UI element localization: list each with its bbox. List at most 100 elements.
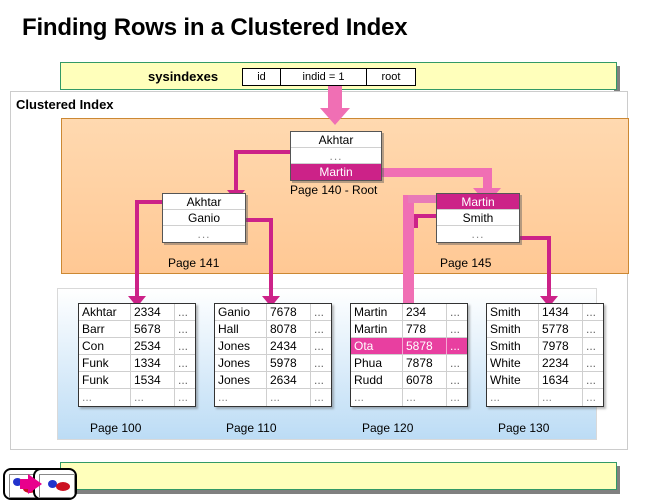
cell-name: ... <box>215 389 267 406</box>
page-label-130: Page 130 <box>498 421 550 435</box>
index-node-root-row-1: ... <box>291 148 381 164</box>
cell-value: ... <box>267 389 311 406</box>
cell-more: ... <box>178 339 189 353</box>
cell-name: Jones <box>215 372 267 388</box>
table-row: ......... <box>215 389 331 406</box>
cell-value: 2634 <box>267 372 311 388</box>
connector-root-to-141-v <box>234 150 238 192</box>
nav-arrow-right-icon[interactable] <box>28 474 42 494</box>
bottom-bar-shadow-bottom <box>64 488 620 494</box>
slide-thumbnail-icon <box>39 474 75 498</box>
cell-value: 234 <box>403 304 447 320</box>
cell-value: ... <box>539 389 583 406</box>
cell-more: ... <box>314 339 325 353</box>
cell-more: ... <box>450 373 461 387</box>
cell-more: ... <box>314 356 325 370</box>
cell-value: 7878 <box>403 355 447 371</box>
index-node-page141[interactable]: Akhtar Ganio ... <box>162 193 246 243</box>
cell-more: ... <box>450 390 461 404</box>
cell-more: ... <box>450 339 461 353</box>
cell-name: Ota <box>351 338 403 354</box>
page-label-root: Page 140 - Root <box>290 183 378 197</box>
cell-value: 5978 <box>267 355 311 371</box>
cell-name: ... <box>487 389 539 406</box>
cell-name: Jones <box>215 338 267 354</box>
cell-more: ... <box>586 322 597 336</box>
arrowhead-to-page110 <box>262 296 280 307</box>
cell-value: 2334 <box>131 304 175 320</box>
index-node-141-row-1: Ganio <box>163 210 245 226</box>
cell-name: White <box>487 372 539 388</box>
cell-name: Jones <box>215 355 267 371</box>
cell-value: 2434 <box>267 338 311 354</box>
connector-145-bracket-top <box>408 195 438 203</box>
cell-value: 1634 <box>539 372 583 388</box>
cell-more: ... <box>586 356 597 370</box>
index-node-141-row-0: Akhtar <box>163 194 245 210</box>
cell-value: ... <box>403 389 447 406</box>
cell-value: 6078 <box>403 372 447 388</box>
sysindexes-cell-id: id <box>243 69 281 85</box>
cell-name: Barr <box>79 321 131 337</box>
cell-value: 7678 <box>267 304 311 320</box>
cell-name: ... <box>351 389 403 406</box>
index-node-root[interactable]: Akhtar ... Martin <box>290 131 382 181</box>
cell-name: Phua <box>351 355 403 371</box>
cell-more: ... <box>586 339 597 353</box>
cell-more: ... <box>178 322 189 336</box>
cell-more: ... <box>586 390 597 404</box>
sysindexes-cell-indid: indid = 1 <box>281 69 367 85</box>
page-label-145: Page 145 <box>440 256 492 270</box>
connector-145-to-130-v <box>547 236 551 300</box>
index-node-141-row-2: ... <box>197 227 211 241</box>
cell-more: ... <box>586 373 597 387</box>
cell-name: White <box>487 355 539 371</box>
arrowhead-to-page130 <box>540 296 558 307</box>
connector-141-akhtar-h <box>135 200 163 204</box>
index-node-root-row-0: Akhtar <box>291 132 381 148</box>
index-node-145-row-2: ... <box>471 227 485 241</box>
page-label-110: Page 110 <box>226 421 277 435</box>
cell-value: 5678 <box>131 321 175 337</box>
table-row: ......... <box>351 389 467 406</box>
connector-141-akhtar-v <box>135 200 139 300</box>
cell-name: Akhtar <box>79 304 131 320</box>
arrowhead-to-page100 <box>128 296 146 307</box>
index-node-page145[interactable]: Martin Smith ... <box>436 193 520 243</box>
cell-name: Smith <box>487 304 539 320</box>
cell-value: 1334 <box>131 355 175 371</box>
top-bar-shadow <box>614 66 620 94</box>
bottom-bar <box>60 462 617 490</box>
cell-more: ... <box>314 390 325 404</box>
cell-more: ... <box>450 305 461 319</box>
nav-arrow-tail-icon[interactable] <box>20 479 30 489</box>
cell-name: Martin <box>351 304 403 320</box>
connector-141-ganio-h <box>245 218 273 222</box>
index-node-root-row-2: Martin <box>291 164 381 180</box>
cell-more: ... <box>586 305 597 319</box>
cell-name: Hall <box>215 321 267 337</box>
sysindexes-label: sysindexes <box>148 69 219 84</box>
cell-more: ... <box>178 356 189 370</box>
cell-value: 8078 <box>267 321 311 337</box>
